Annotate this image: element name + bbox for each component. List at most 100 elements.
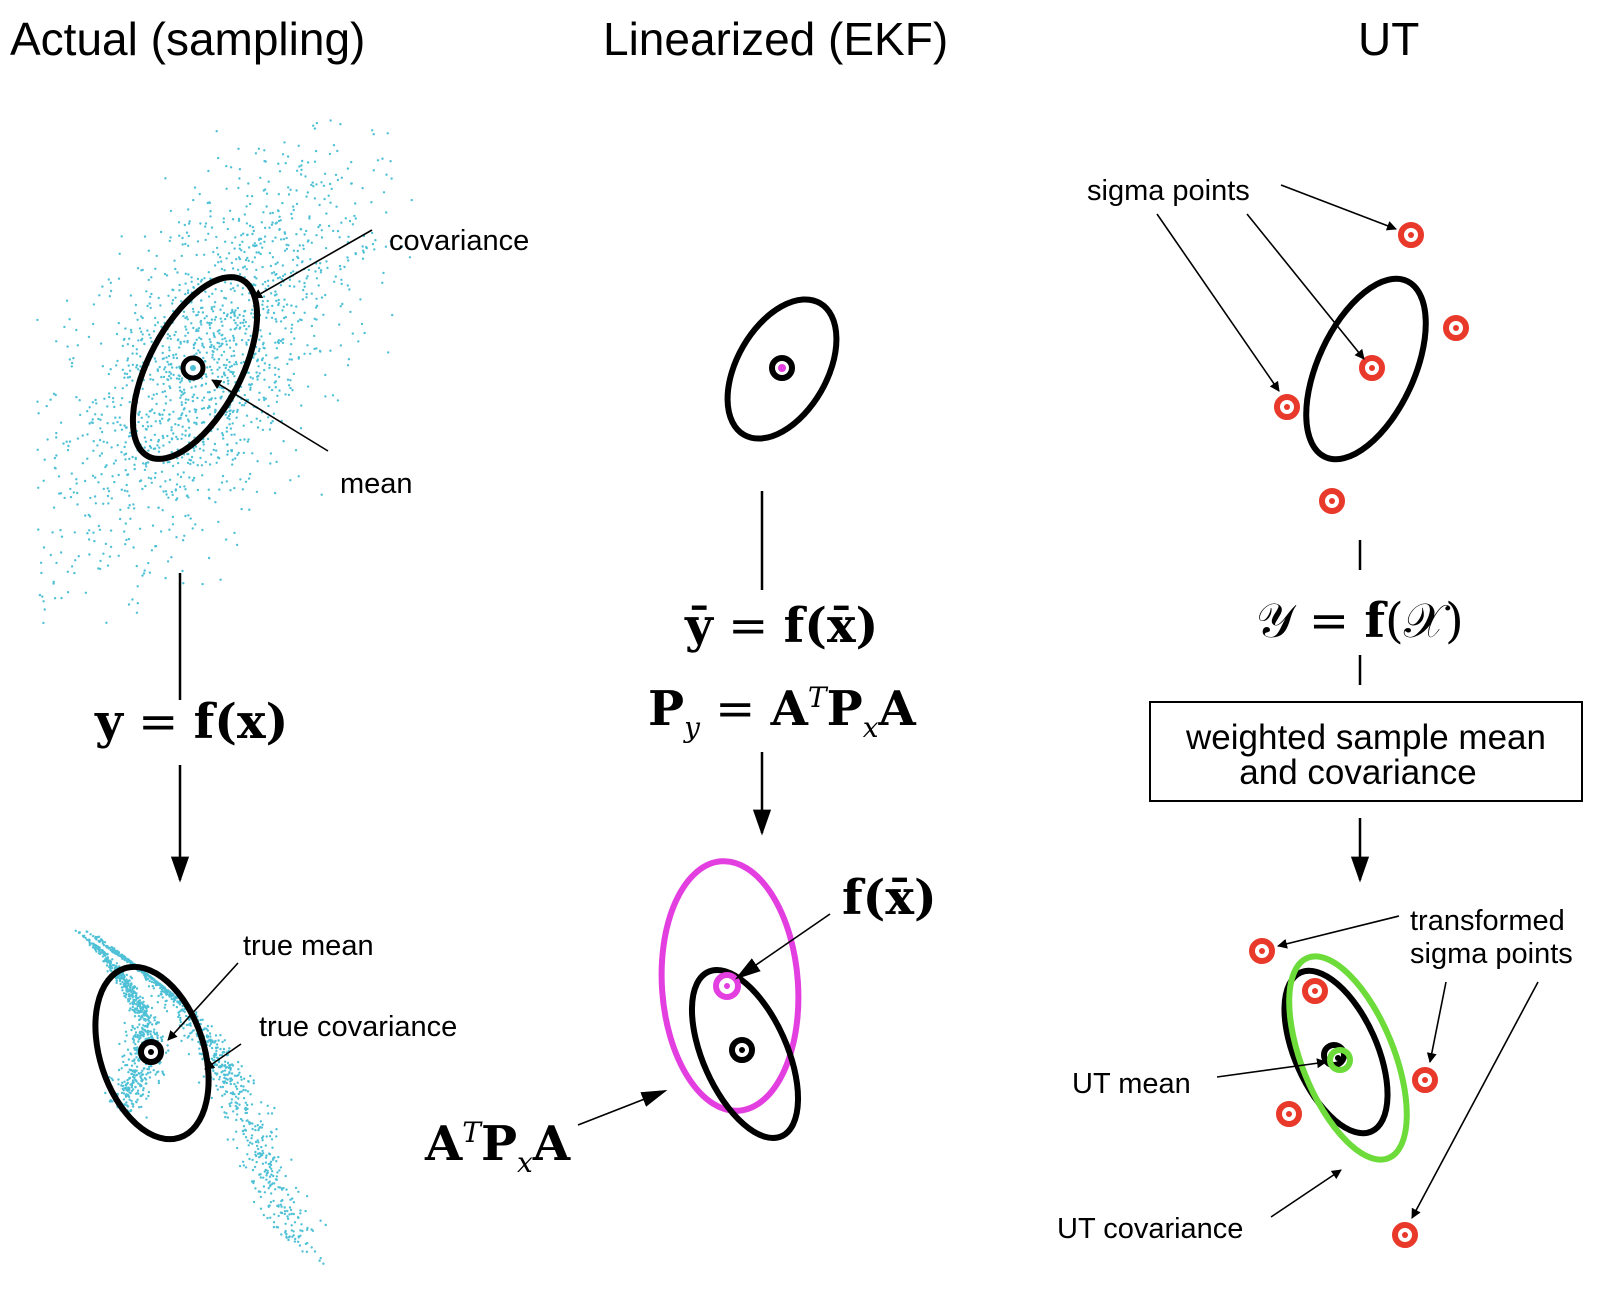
sample-point xyxy=(88,553,91,556)
sample-point xyxy=(131,379,134,382)
sample-point xyxy=(124,1040,127,1043)
sample-point xyxy=(123,489,127,492)
sample-point xyxy=(212,345,215,348)
sample-point xyxy=(136,318,139,321)
ekf-covariance-ellipse xyxy=(658,858,802,1114)
sample-point xyxy=(299,227,302,231)
true-covariance-ellipse-ekf xyxy=(688,967,802,1141)
sample-point xyxy=(234,321,237,325)
sample-point xyxy=(263,362,267,365)
sample-point xyxy=(267,309,270,312)
sample-point xyxy=(297,1190,300,1194)
sample-point xyxy=(204,225,207,228)
sample-point xyxy=(164,988,167,992)
sample-point xyxy=(286,1209,289,1213)
sample-point xyxy=(290,212,293,216)
sample-point xyxy=(220,1071,223,1074)
sample-point xyxy=(238,1071,241,1075)
sample-point xyxy=(226,453,229,456)
sample-point xyxy=(219,1034,222,1037)
sample-point xyxy=(262,1213,265,1217)
sample-point xyxy=(312,124,315,127)
sample-point xyxy=(223,1039,226,1042)
sample-point xyxy=(138,480,142,483)
sample-point xyxy=(191,399,195,403)
sample-point xyxy=(242,232,245,235)
ut-input-covariance-ellipse xyxy=(1303,275,1429,463)
sample-point xyxy=(225,430,229,433)
sample-point xyxy=(281,338,284,341)
sample-point xyxy=(162,444,165,447)
sample-point xyxy=(341,302,344,306)
sample-point xyxy=(154,324,157,327)
sample-point xyxy=(146,425,150,428)
sample-point xyxy=(205,1027,208,1031)
sample-point xyxy=(88,529,91,532)
sample-point xyxy=(177,461,180,465)
sample-point xyxy=(206,1024,210,1028)
sample-point xyxy=(230,1098,234,1101)
sample-point xyxy=(149,1014,153,1017)
sample-point xyxy=(219,256,222,259)
true-covariance-label: true covariance xyxy=(259,1011,457,1043)
sample-point xyxy=(140,315,143,318)
sample-point xyxy=(215,235,218,239)
sample-point xyxy=(111,958,114,961)
sample-point xyxy=(271,256,275,259)
sample-point xyxy=(284,327,287,330)
sample-point xyxy=(46,438,49,441)
sample-point xyxy=(171,366,174,369)
sample-point xyxy=(290,1229,293,1232)
sigma-points-arrow-3 xyxy=(1156,213,1280,392)
sample-point xyxy=(126,1081,129,1085)
sample-point xyxy=(215,379,218,382)
sample-point xyxy=(73,531,77,534)
sample-point xyxy=(222,311,226,315)
sample-point xyxy=(170,451,173,454)
sample-point xyxy=(182,392,185,396)
sample-point xyxy=(223,1064,226,1068)
sample-point xyxy=(131,1008,134,1011)
sample-point xyxy=(214,402,218,406)
sample-point xyxy=(86,457,89,460)
sample-point xyxy=(247,477,251,480)
sample-point xyxy=(257,1190,261,1193)
sample-point xyxy=(329,119,332,122)
sample-point xyxy=(244,1166,248,1169)
sample-point xyxy=(361,245,364,248)
sample-point xyxy=(253,275,256,279)
sample-point xyxy=(323,197,326,201)
sample-point xyxy=(166,360,169,364)
sample-point xyxy=(178,1013,181,1017)
sample-point xyxy=(233,247,236,250)
sample-point xyxy=(221,434,225,437)
sample-point xyxy=(103,950,106,954)
sample-point xyxy=(132,1070,135,1073)
sample-point xyxy=(91,474,95,477)
sample-point xyxy=(336,399,340,402)
sample-point xyxy=(106,405,109,408)
sample-point xyxy=(125,1101,128,1104)
title-actual-sampling: Actual (sampling) xyxy=(10,13,365,65)
sample-point xyxy=(135,1100,138,1103)
sample-point xyxy=(230,1078,234,1082)
sample-point xyxy=(258,372,261,375)
sample-point xyxy=(338,236,341,239)
ut-covariance-arrow xyxy=(1270,1169,1342,1218)
sample-point xyxy=(234,236,237,239)
sample-point xyxy=(204,382,208,385)
sample-point xyxy=(242,1129,245,1133)
sample-point xyxy=(255,417,258,420)
sample-point xyxy=(239,438,242,442)
sample-point xyxy=(373,248,376,251)
sample-point xyxy=(292,1201,296,1204)
sample-point xyxy=(295,305,298,308)
sample-point xyxy=(131,1079,135,1082)
sample-point xyxy=(277,368,280,371)
sample-point xyxy=(226,1138,229,1141)
sample-point xyxy=(68,318,71,321)
sample-point xyxy=(145,465,148,468)
sample-point xyxy=(132,998,135,1002)
sample-point xyxy=(226,1061,230,1065)
sample-point xyxy=(223,374,227,377)
